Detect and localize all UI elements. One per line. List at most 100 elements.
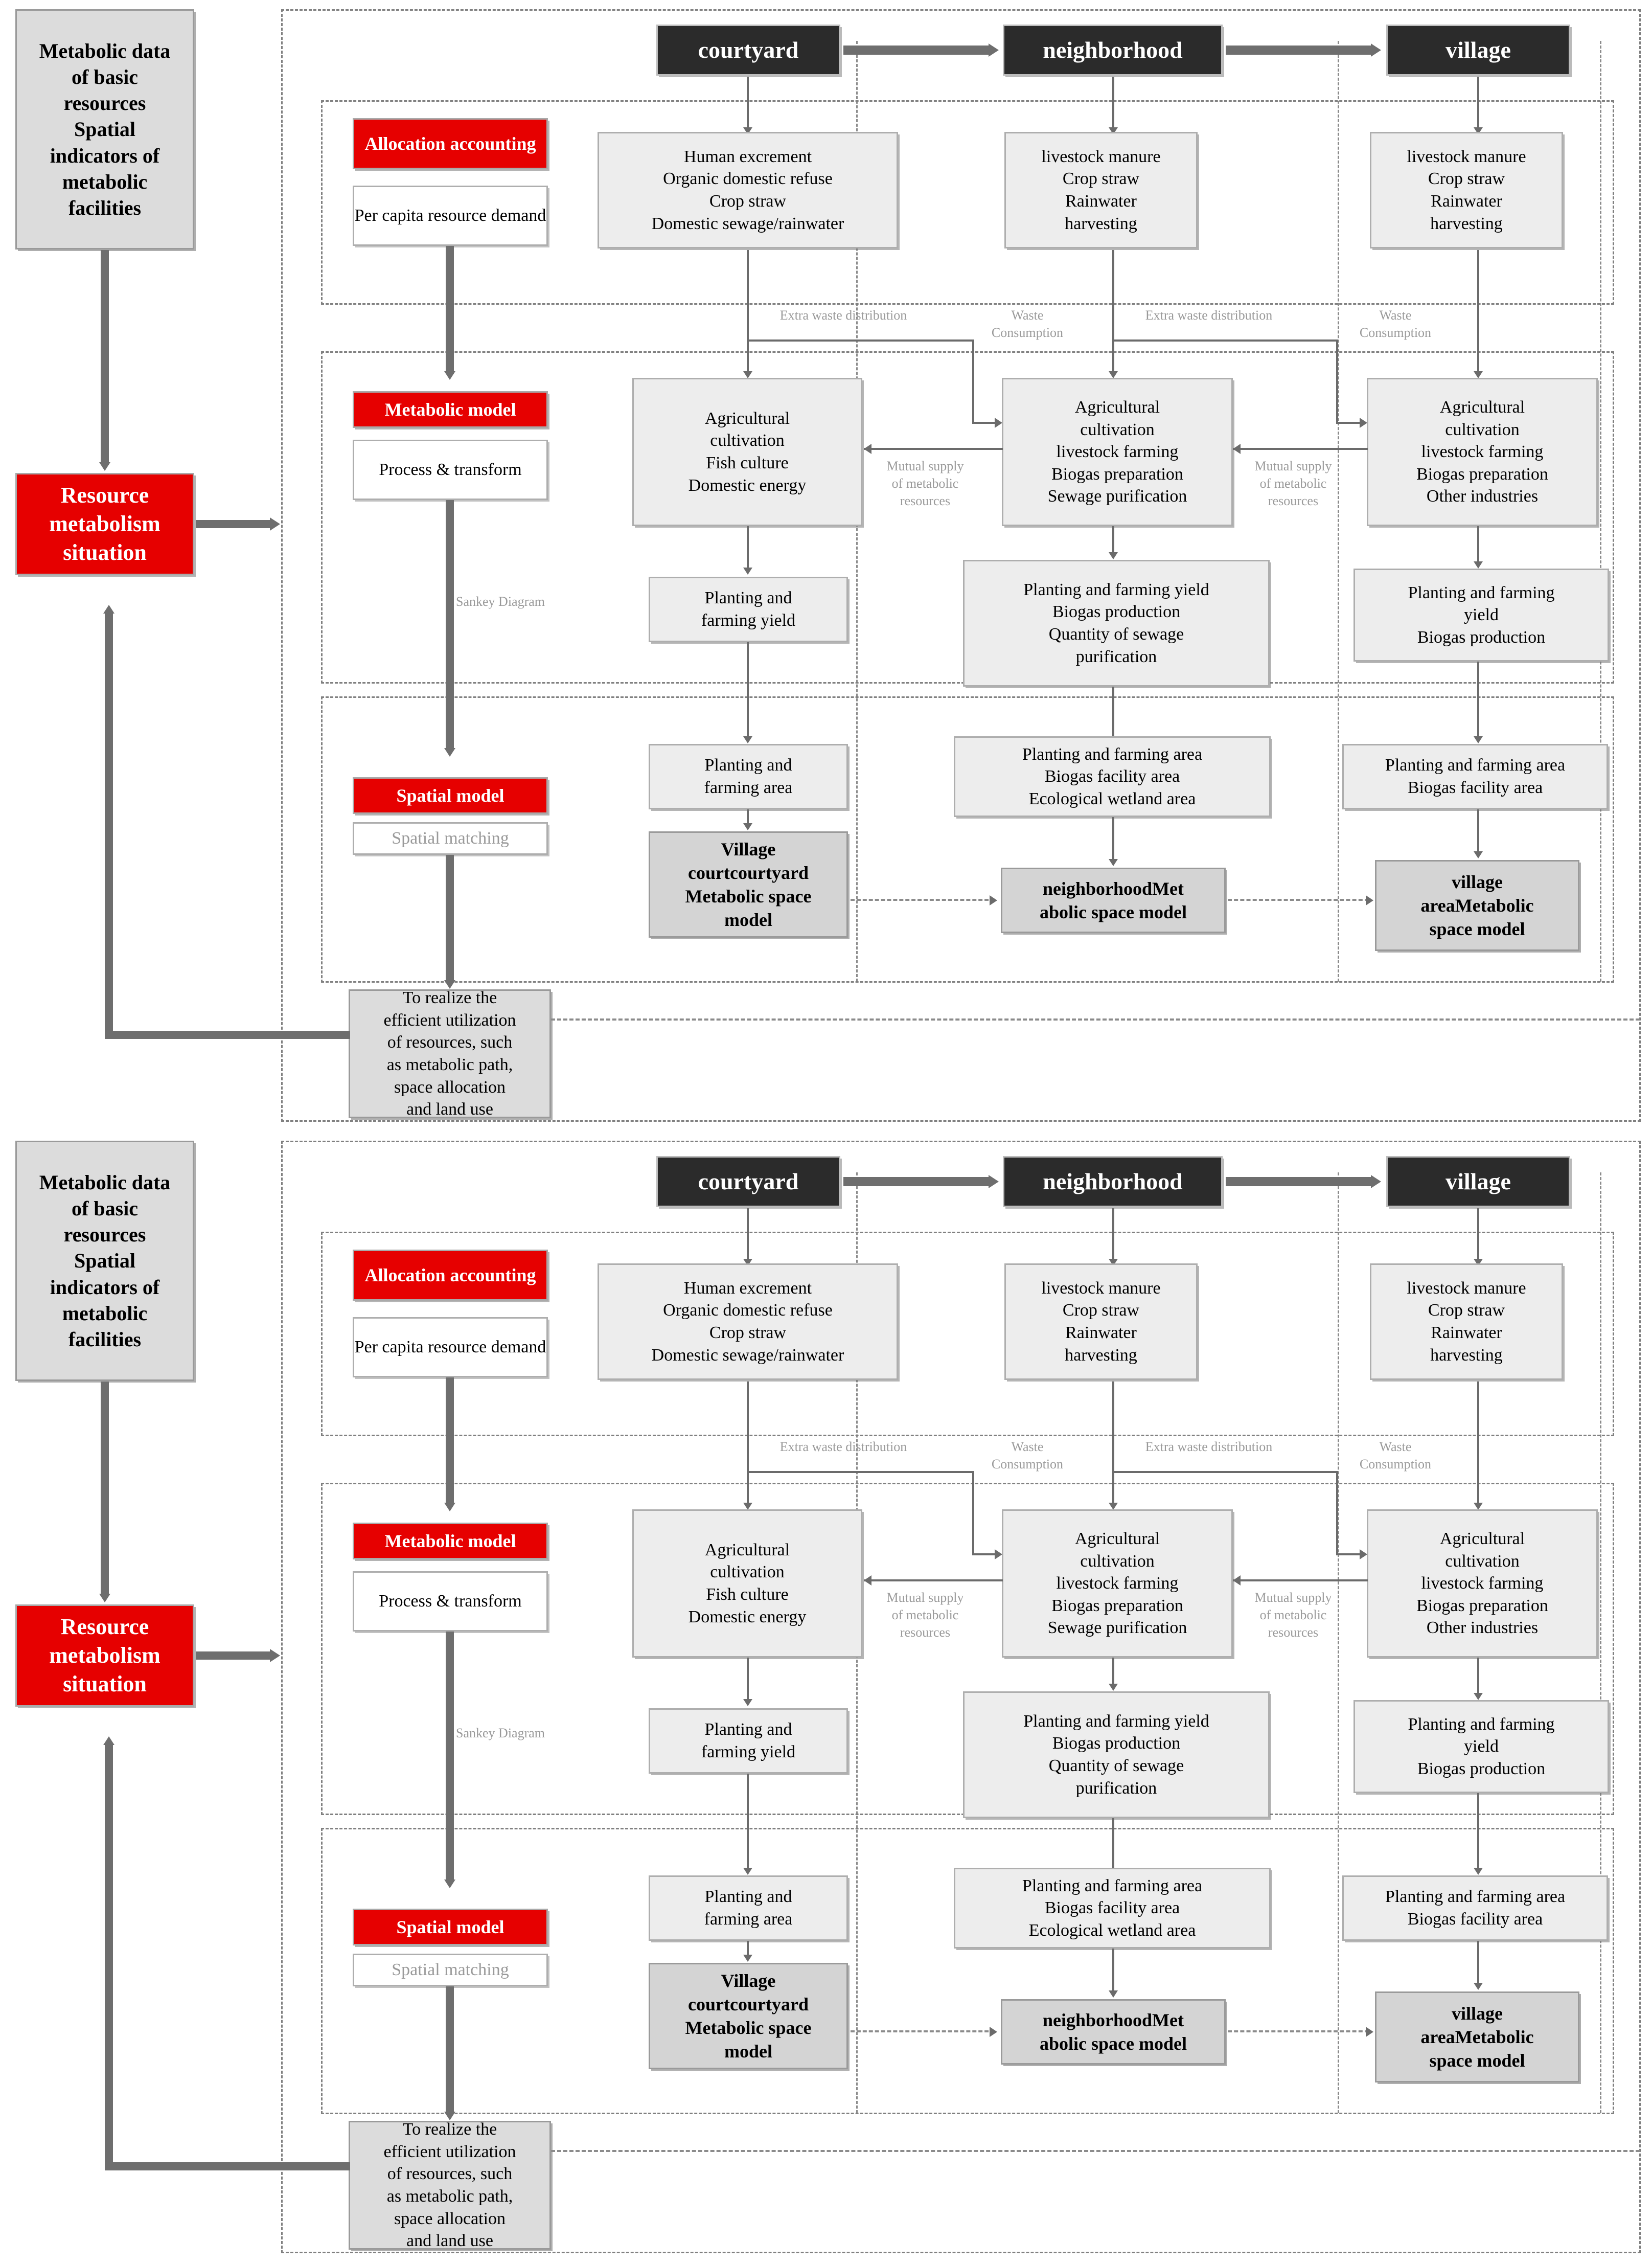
- stage-spatial-title[interactable]: Spatial model: [353, 777, 548, 814]
- stage-allocation-title-b[interactable]: Allocation accounting: [353, 1250, 548, 1301]
- flow-row2-row2b-courtyard-b: [747, 1658, 749, 1703]
- flow-row2-row2b-neighborhood-head: [1109, 552, 1118, 559]
- feedback-arrowhead: [103, 605, 114, 614]
- mutual-supply-head-1: [864, 444, 871, 454]
- flow-row3-row3b-courtyard-head-b: [743, 1955, 752, 1962]
- flow-row1-row2-village-head: [1474, 371, 1483, 378]
- flow-row2b-row3-village-b: [1477, 1793, 1479, 1871]
- node-village[interactable]: village: [1386, 25, 1570, 76]
- elbow-courtyard-extra-head-b: [995, 1549, 1002, 1559]
- flow-row2b-row3-courtyard-b: [747, 1774, 749, 1871]
- elbow-neighborhood-extra-v1: [1112, 250, 1114, 341]
- flow-row2-row2b-neighborhood-head-b: [1109, 1684, 1118, 1691]
- elbow-courtyard-extra-head: [995, 418, 1002, 428]
- elbow-courtyard-extra-h2: [972, 422, 996, 424]
- flow-row1-row2-neighborhood-head-b: [1109, 1503, 1118, 1510]
- mutual-supply-line-1: [864, 448, 1003, 450]
- spatial-link-2-head-b: [1366, 2027, 1373, 2037]
- node-neighborhood-b[interactable]: neighborhood: [1003, 1156, 1223, 1207]
- node-neighborhood[interactable]: neighborhood: [1003, 25, 1223, 76]
- stage-flow-1: [446, 246, 454, 374]
- node-courtyard-b[interactable]: courtyard: [656, 1156, 840, 1207]
- flow-row2b-row3-village: [1477, 662, 1479, 740]
- elbow-courtyard-extra-h2-b: [972, 1553, 996, 1555]
- elbow-neighborhood-extra-h-b: [1113, 1471, 1338, 1473]
- flow-row2-row2b-village-head-b: [1474, 1693, 1483, 1700]
- flow-row2b-row3-courtyard-head-b: [743, 1868, 752, 1875]
- panel-allocation: [321, 100, 1614, 305]
- stage-flow-3-b: [446, 1986, 454, 2114]
- stage-flow-2: [446, 500, 454, 751]
- spatial-link-1-b: [851, 2030, 995, 2032]
- stage-spatial-title-b[interactable]: Spatial model: [353, 1909, 548, 1945]
- stage-flow-3-head-b: [444, 2112, 455, 2120]
- stage-metabolic-sub-b[interactable]: Process & transform: [353, 1571, 548, 1632]
- left-input-flow-b: [101, 1382, 109, 1596]
- arrowhead-courtyard-neighborhood-b: [989, 1175, 999, 1188]
- mutual-supply-head-2: [1233, 444, 1241, 454]
- result-to-frame-line-b: [196, 1651, 272, 1660]
- flow-row3-row3b-courtyard-head: [743, 823, 752, 830]
- flow-row2b-row3-courtyard-head: [743, 736, 752, 743]
- stage-metabolic-title[interactable]: Metabolic model: [353, 391, 548, 428]
- label-extra-waste-2-b: Extra waste distribution: [1145, 1439, 1273, 1454]
- spatial-link-2-b: [1228, 2030, 1369, 2032]
- stage-metabolic-sub[interactable]: Process & transform: [353, 440, 548, 500]
- mutual-supply-head-2-b: [1233, 1575, 1241, 1586]
- stage-flow-1-b: [446, 1377, 454, 1505]
- flow-row2-row2b-courtyard-head-b: [743, 1699, 752, 1706]
- panel-spatial-b: [321, 1828, 1614, 2114]
- node-village-b[interactable]: village: [1386, 1156, 1570, 1207]
- flow-row3-row3b-neighborhood-b: [1112, 1949, 1114, 1994]
- stage-spatial-sub-b[interactable]: Spatial matching: [353, 1954, 548, 1986]
- elbow-neighborhood-extra-h: [1113, 339, 1338, 342]
- flow-row3-row3b-village-head-b: [1474, 1983, 1483, 1990]
- stage-flow-3-head: [444, 980, 455, 989]
- node-courtyard[interactable]: courtyard: [656, 25, 840, 76]
- stage-allocation-sub[interactable]: Per capita resource demand: [353, 186, 548, 246]
- stage-metabolic-title-b[interactable]: Metabolic model: [353, 1523, 548, 1559]
- stage-spatial-sub[interactable]: Spatial matching: [353, 822, 548, 855]
- stage-allocation-title[interactable]: Allocation accounting: [353, 118, 548, 169]
- flow-row2b-row3-village-head-b: [1474, 1868, 1483, 1875]
- flow-row3-row3b-courtyard: [747, 809, 749, 826]
- stage-allocation-sub-b[interactable]: Per capita resource demand: [353, 1317, 548, 1377]
- flow-row2-row2b-courtyard-head: [743, 568, 752, 575]
